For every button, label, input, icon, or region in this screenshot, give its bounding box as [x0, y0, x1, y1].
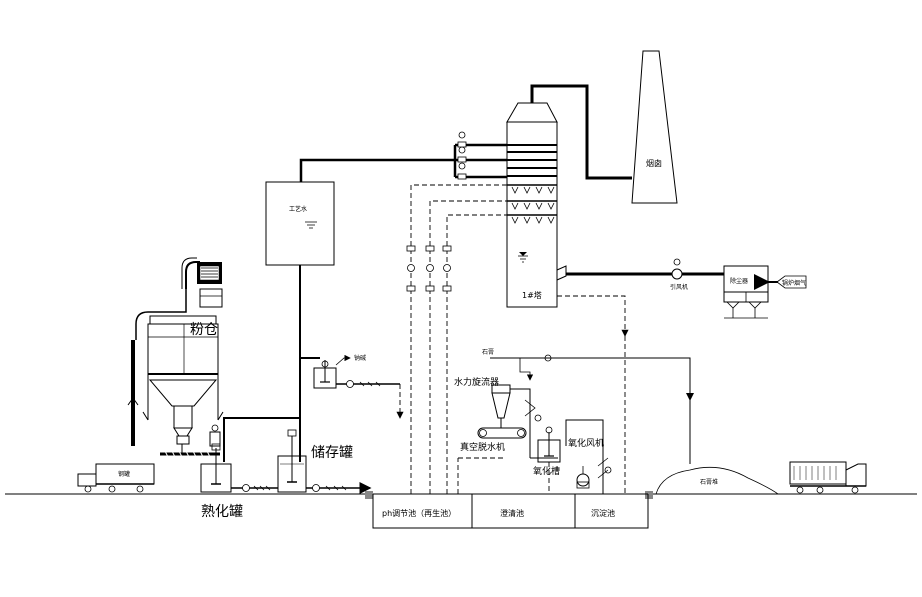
- chimney: 烟囱: [631, 50, 678, 204]
- dust-collector: 除尘器: [723, 265, 769, 319]
- gypsum-pile-label: 石膏堆: [700, 478, 718, 486]
- storage-tank: 储存罐: [277, 429, 353, 493]
- slaking-transfer-line: [231, 484, 278, 492]
- underground-pools: ph调节池（再生池） 澄清池 沉淀池: [372, 493, 649, 529]
- gypsum-top-label: 石膏: [482, 348, 494, 356]
- bulk-truck: 钢罐: [77, 463, 155, 493]
- oxidation-tank-label: 氧化槽: [533, 465, 560, 477]
- hydrocyclone: 水力旋流器: [454, 376, 511, 428]
- ground-line: [5, 491, 917, 499]
- tower-drain-line: [557, 295, 629, 337]
- ph-pool-label: ph调节池（再生池）: [382, 508, 456, 518]
- demister-flush-valves: [457, 131, 467, 180]
- slaking-tank: 熟化罐: [200, 443, 243, 520]
- vacuum-filter-label: 真空脱水机: [460, 441, 505, 453]
- dust-collector-label: 除尘器: [730, 277, 748, 285]
- hydrocyclone-label: 水力旋流器: [454, 376, 499, 388]
- process-water-tank: 工艺水: [265, 181, 335, 266]
- process-water-down-line: [223, 265, 301, 462]
- powder-silo: 粉仓: [127, 257, 224, 454]
- oxidation-tank: 氧化槽: [533, 426, 561, 477]
- screw-feeder: [160, 424, 221, 458]
- recirculation-valves: [406, 245, 452, 292]
- induced-fan: 引风机: [670, 258, 688, 291]
- boiler-flue-gas-inlet: 锅炉烟气: [776, 275, 807, 289]
- oxidation-fan-label: 氧化风机: [568, 437, 604, 449]
- storage-tank-label: 储存罐: [311, 445, 353, 461]
- induced-fan-label: 引风机: [670, 283, 688, 291]
- gypsum-line: 石膏: [482, 348, 694, 401]
- recirculation-lines: [410, 184, 507, 494]
- caustic-label: 钠碱: [354, 354, 366, 362]
- tower-to-chimney-duct: [530, 84, 632, 180]
- storage-transfer-line: [306, 482, 372, 494]
- gypsum-truck: [789, 461, 867, 494]
- absorber-tower: 1#塔: [506, 102, 567, 308]
- vacuum-filter: 真空脱水机: [460, 427, 527, 453]
- caustic-dosing-tank: 钠碱: [313, 354, 366, 389]
- process-water-line: [299, 158, 507, 182]
- cyclone-feed-line: [510, 388, 558, 459]
- caustic-transfer-line: [336, 380, 404, 419]
- gypsum-pile: 石膏堆: [655, 466, 780, 495]
- clarifier-pool-label: 澄清池: [500, 508, 524, 518]
- oxidation-fan: 氧化风机: [565, 419, 612, 494]
- tower-label: 1#塔: [522, 290, 542, 300]
- bulk-truck-label: 钢罐: [118, 470, 130, 478]
- settling-pool-label: 沉淀池: [591, 508, 615, 518]
- powder-silo-label: 粉仓: [190, 322, 218, 338]
- boiler-flue-gas-label: 锅炉烟气: [782, 279, 806, 287]
- slaking-tank-label: 熟化罐: [201, 504, 243, 520]
- process-water-label: 工艺水: [289, 205, 307, 213]
- chimney-label: 烟囱: [646, 158, 662, 168]
